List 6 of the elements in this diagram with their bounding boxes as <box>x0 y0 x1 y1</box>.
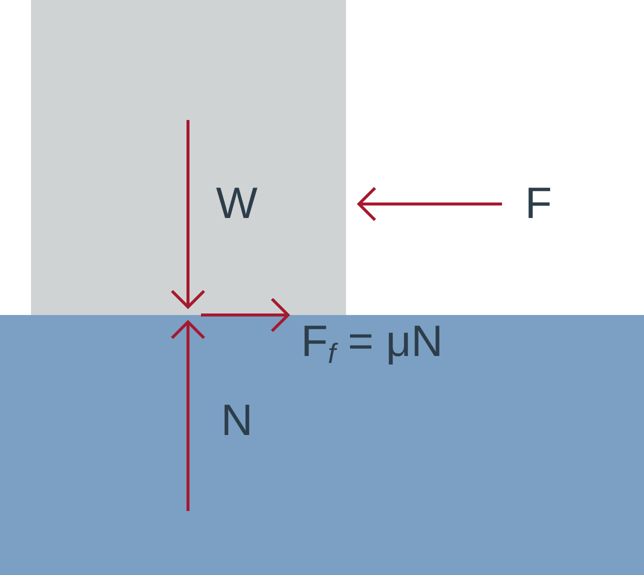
force-label: N <box>221 395 253 447</box>
force-label: F <box>525 178 552 230</box>
force-label: W <box>216 178 258 230</box>
force-label: F$_{f}$ = μN <box>301 316 443 368</box>
block <box>31 0 346 315</box>
ground-surface <box>0 315 644 575</box>
